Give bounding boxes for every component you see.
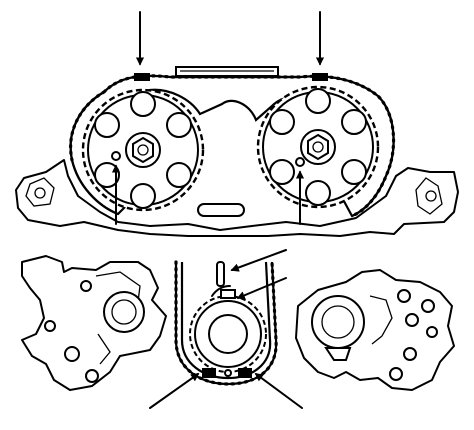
- left-ear: [25, 177, 55, 207]
- upper-block-outline: [15, 159, 459, 237]
- center-slot: [197, 203, 245, 217]
- right-bolt-4: [426, 326, 438, 338]
- right-bolt-2: [421, 299, 435, 313]
- right-boss-inner: [321, 305, 355, 339]
- lower-left-chain-mark: [202, 368, 216, 378]
- left-sprocket-bolt: [132, 136, 154, 164]
- right-bolt-3: [405, 313, 419, 327]
- right-sprocket-bolt: [307, 133, 329, 161]
- right-oil-pump-boss: [311, 295, 365, 349]
- left-bolt-1: [64, 346, 80, 362]
- pointer-hook: [211, 285, 231, 297]
- left-bolt-2: [85, 369, 99, 383]
- upper-cylinder-head-view: [15, 11, 459, 237]
- lower-right-arrow: [254, 373, 303, 409]
- left-oil-pump-boss: [103, 291, 145, 333]
- lower-left-arrow: [149, 373, 200, 409]
- right-timing-dot: [295, 157, 305, 167]
- chain-left-run: [69, 91, 119, 216]
- right-ear: [415, 177, 443, 215]
- right-housing-outline: [295, 269, 455, 391]
- lower-right-chain-mark: [238, 368, 252, 378]
- right-bolt-5: [403, 347, 417, 361]
- chain-right-run: [351, 95, 395, 218]
- right-rib: [369, 295, 393, 345]
- crank-key: [220, 289, 236, 299]
- left-bolt-4: [80, 280, 92, 292]
- right-bolt-1: [397, 289, 411, 303]
- lower-crankshaft-view: [21, 249, 455, 409]
- crank-timing-dot: [224, 369, 232, 377]
- right-boss-tab: [324, 347, 352, 361]
- left-web: [97, 333, 111, 365]
- right-ear-hole: [425, 190, 437, 202]
- left-bolt-3: [44, 320, 56, 332]
- pointer-arrow-1: [230, 249, 287, 272]
- right-chain-mark-top: [312, 73, 328, 81]
- left-housing-outline: [21, 255, 167, 391]
- timing-pointer: [216, 261, 225, 287]
- left-camshaft-sprocket: [81, 88, 205, 212]
- left-housing-rib: [95, 271, 141, 303]
- lower-chain-outer: [174, 261, 278, 386]
- pointer-arrow-2: [236, 277, 287, 300]
- right-camshaft-sprocket: [256, 85, 380, 209]
- lower-timing-chain: [180, 261, 272, 380]
- left-timing-dot: [111, 151, 121, 161]
- left-boss-inner: [111, 299, 137, 325]
- left-chain-mark-top: [134, 73, 150, 81]
- crankshaft-hub: [208, 314, 248, 354]
- right-bolt-6: [389, 367, 403, 381]
- left-ear-hole: [34, 187, 46, 199]
